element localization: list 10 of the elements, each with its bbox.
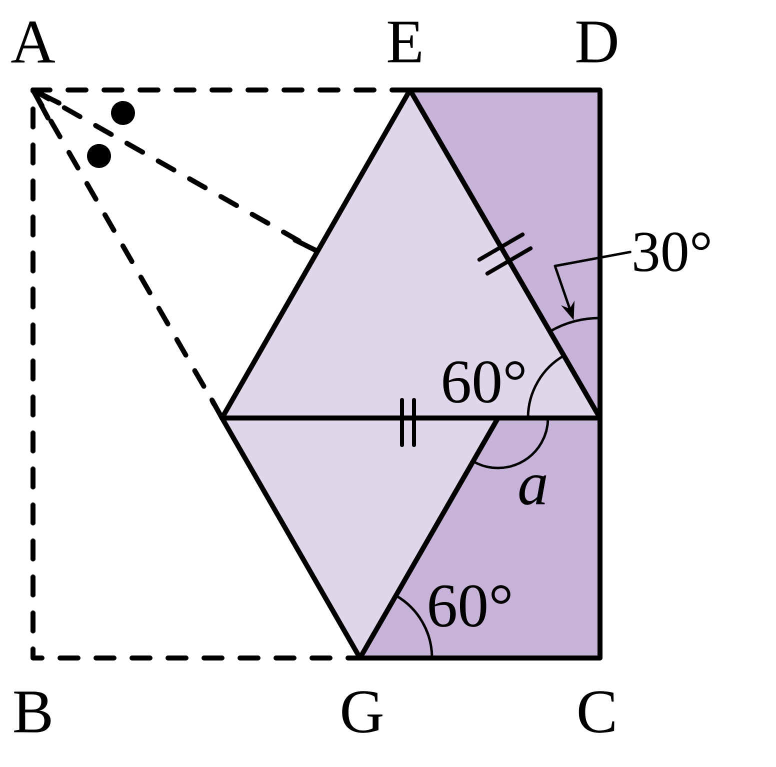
point-label: E [388, 22, 421, 62]
angle-label: 30° [634, 232, 710, 272]
point-label: A [11, 22, 55, 62]
point-label: C [578, 691, 614, 733]
angle-label: a [519, 475, 546, 505]
point-label: D [576, 22, 617, 62]
angle-label: 60° [429, 585, 510, 627]
angle-label: 60° [443, 361, 524, 403]
point-label: G [342, 691, 382, 733]
point-label: B [14, 692, 51, 732]
